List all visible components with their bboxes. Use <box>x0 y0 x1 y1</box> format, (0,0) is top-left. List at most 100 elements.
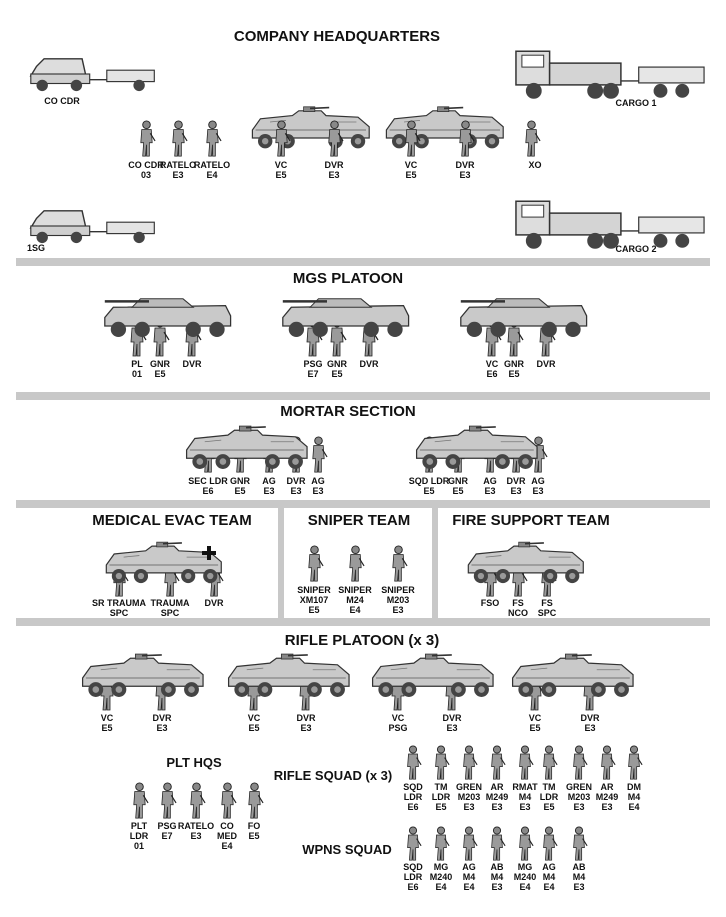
mgs-v1-label-1: PL 01 <box>131 359 143 379</box>
plthqs-soldier-3-icon <box>187 782 206 820</box>
fst-vehicle-icon <box>462 540 588 590</box>
separator-teams <box>16 618 710 626</box>
plthqs-label-1: PLT LDR 01 <box>129 821 149 851</box>
riflesquad-soldier-1-icon <box>404 745 422 781</box>
label-1sg-vehicle: 1SG <box>26 243 46 253</box>
humvee-co-cdr-icon <box>26 55 161 93</box>
heading-mortar-section: MORTAR SECTION <box>280 403 416 420</box>
plthqs-soldier-2-icon <box>158 782 177 820</box>
riflesquad-label-5: RMAT M4 E3 <box>512 782 538 812</box>
mortar-vehicle-1-icon <box>180 424 312 476</box>
wpns-label-2: MG M240 E4 <box>429 862 453 892</box>
mgs-vehicle-3-icon <box>454 290 590 345</box>
sniper-soldier-3-icon <box>389 545 408 583</box>
fst-label-3: FS SPC <box>537 598 557 618</box>
rifle-vehicle-3-icon <box>366 652 498 704</box>
rifle-v1-label-2: DVR E3 <box>152 713 172 733</box>
separator-hq <box>16 258 710 266</box>
sniper-label-2: SNIPER M24 E4 <box>338 585 372 615</box>
riflesquad-soldier-2-icon <box>432 745 450 781</box>
riflesquad-soldier-9-icon <box>625 745 643 781</box>
heading-fire-support-team: FIRE SUPPORT TEAM <box>452 512 610 529</box>
wpns-label-5: MG M240 E4 <box>513 862 537 892</box>
label-cargo1: CARGO 1 <box>615 98 657 108</box>
separator-team-left <box>278 500 284 622</box>
heading-company-headquarters: COMPANY HEADQUARTERS <box>233 28 441 45</box>
hq-personnel-soldier-1-icon <box>137 120 156 158</box>
wpns-label-1: SQD LDR E6 <box>403 862 423 892</box>
rifle-vehicle-2-icon <box>222 652 354 704</box>
separator-team-right <box>432 500 438 622</box>
wpns-soldier-1-icon <box>404 826 422 862</box>
mortar-v2-label-3: AG E3 <box>483 476 497 496</box>
hq-personnel-soldier-3-icon <box>203 120 222 158</box>
medevac-label-1: SR TRAUMA SPC <box>92 598 146 618</box>
mortar-v1-label-2: GNR E5 <box>230 476 250 496</box>
heading-rifle-squad: RIFLE SQUAD (x 3) <box>273 768 393 783</box>
riflesquad-soldier-7-icon <box>570 745 588 781</box>
hq-stryker1-label-1: VC E5 <box>274 160 288 180</box>
rifle-vehicle-4-icon <box>506 652 638 704</box>
sniper-soldier-1-icon <box>305 545 324 583</box>
mgs-v3-label-3: DVR <box>536 359 556 369</box>
plthqs-label-3: RATELO E3 <box>177 821 215 841</box>
riflesquad-label-8: AR M249 E3 <box>595 782 619 812</box>
hq-xo-soldier-icon <box>522 120 541 158</box>
plthqs-label-5: FO E5 <box>247 821 261 841</box>
hq-personnel-label-1: CO CDR 03 <box>128 160 164 180</box>
red-cross-icon <box>202 546 216 560</box>
hq-personnel-soldier-2-icon <box>169 120 188 158</box>
plthqs-soldier-5-icon <box>245 782 264 820</box>
mgs-v3-label-2: GNR E5 <box>504 359 524 379</box>
mgs-v2-label-1: PSG E7 <box>303 359 323 379</box>
hq-stryker2-label-2: DVR E3 <box>455 160 475 180</box>
wpns-soldier-3-icon <box>460 826 478 862</box>
truck-cargo1-icon <box>512 45 710 105</box>
riflesquad-label-4: AR M249 E3 <box>485 782 509 812</box>
wpns-label-7: AB M4 E3 <box>572 862 586 892</box>
sniper-label-3: SNIPER M203 E3 <box>381 585 415 615</box>
mortar-vehicle-2-icon <box>410 424 542 476</box>
riflesquad-label-2: TM LDR E5 <box>431 782 451 812</box>
plthqs-label-2: PSG E7 <box>157 821 177 841</box>
riflesquad-label-6: TM LDR E5 <box>539 782 559 812</box>
hq-stryker2-label-1: VC E5 <box>404 160 418 180</box>
riflesquad-label-1: SQD LDR E6 <box>403 782 423 812</box>
mgs-v3-label-1: VC E6 <box>485 359 499 379</box>
mgs-vehicle-1-icon <box>98 290 234 345</box>
wpns-label-6: AG M4 E4 <box>542 862 556 892</box>
stryker-hq1-icon <box>246 104 374 156</box>
hq-xo-label: XO <box>528 160 542 170</box>
wpns-soldier-5-icon <box>516 826 534 862</box>
sniper-soldier-2-icon <box>346 545 365 583</box>
medevac-label-3: DVR <box>204 598 224 608</box>
wpns-soldier-2-icon <box>432 826 450 862</box>
mgs-v1-label-3: DVR <box>182 359 202 369</box>
hq-stryker1-soldier-2-icon <box>325 120 344 158</box>
rifle-v2-label-1: VC E5 <box>247 713 261 733</box>
label-co-cdr-vehicle: CO CDR <box>44 96 80 106</box>
heading-plt-hqs: PLT HQS <box>166 755 222 770</box>
medevac-label-2: TRAUMA SPC <box>150 598 190 618</box>
plthqs-soldier-1-icon <box>130 782 149 820</box>
rifle-v1-label-1: VC E5 <box>100 713 114 733</box>
stryker-hq2-icon <box>380 104 508 156</box>
heading-medical-evac-team: MEDICAL EVAC TEAM <box>92 512 252 529</box>
separator-mortar <box>16 500 710 508</box>
rifle-v4-label-1: VC E5 <box>528 713 542 733</box>
rifle-v2-label-2: DVR E3 <box>296 713 316 733</box>
sniper-label-1: SNIPER XM107 E5 <box>297 585 331 615</box>
humvee-1sg-icon <box>26 207 161 245</box>
riflesquad-soldier-5-icon <box>516 745 534 781</box>
rifle-v3-label-2: DVR E3 <box>442 713 462 733</box>
hq-stryker1-label-2: DVR E3 <box>324 160 344 180</box>
hq-personnel-label-2: RATELO E3 <box>159 160 197 180</box>
mortar-v1-label-5: AG E3 <box>311 476 325 496</box>
rifle-vehicle-1-icon <box>76 652 208 704</box>
riflesquad-label-9: DM M4 E4 <box>627 782 641 812</box>
mortar-v1-label-4: DVR E3 <box>286 476 306 496</box>
mortar-v1-label-3: AG E3 <box>262 476 276 496</box>
mgs-v2-label-3: DVR <box>359 359 379 369</box>
fst-label-1: FSO <box>480 598 500 608</box>
mortar-v1-label-1: SEC LDR E6 <box>188 476 228 496</box>
